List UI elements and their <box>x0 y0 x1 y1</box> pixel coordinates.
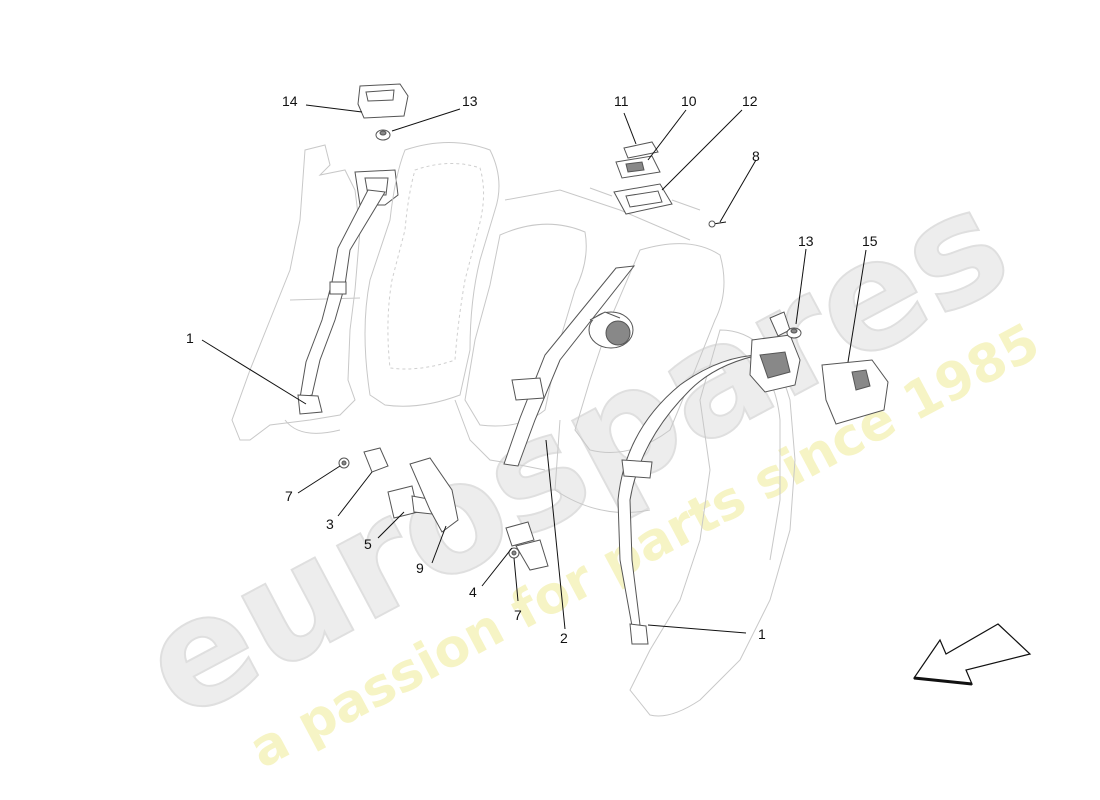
part-12-retractor-cover <box>613 183 673 215</box>
right-seat <box>504 189 725 513</box>
callout-7-right: 7 <box>514 607 522 623</box>
left-pillar-trim <box>231 144 361 441</box>
part-10-bracket <box>615 155 661 179</box>
callout-12: 12 <box>742 93 758 109</box>
middle-belt-guide <box>511 377 545 401</box>
left-belt-clip <box>329 281 347 295</box>
middle-belt-retractor <box>588 311 634 349</box>
callout-11: 11 <box>614 93 629 109</box>
middle-seat-belt <box>503 265 636 467</box>
callout-labels: 14 13 11 10 12 8 13 15 1 7 3 5 9 4 7 2 1 <box>186 93 878 646</box>
part-9-bracket <box>409 457 459 533</box>
callout-14: 14 <box>282 93 298 109</box>
callout-1-left: 1 <box>186 330 194 346</box>
middle-seat <box>454 223 587 471</box>
arrow-down-left-icon <box>912 623 1032 686</box>
callout-10: 10 <box>681 93 697 109</box>
part-4-buckle <box>505 521 549 571</box>
part-5-buckle <box>387 485 435 519</box>
callout-13-left: 13 <box>462 93 478 109</box>
leader-lines <box>201 104 867 634</box>
callout-8: 8 <box>752 148 760 164</box>
callout-1-right: 1 <box>758 626 766 642</box>
callout-3: 3 <box>326 516 334 532</box>
right-belt-anchor <box>629 623 649 645</box>
callout-9: 9 <box>416 560 424 576</box>
callout-13-right: 13 <box>798 233 814 249</box>
part-11-cap <box>623 141 659 159</box>
watermark-brand: eurospares <box>116 155 1035 754</box>
part-13-nut-right <box>786 327 802 339</box>
part-7-washer-left <box>338 457 350 469</box>
left-seat <box>364 142 500 407</box>
part-15-cover <box>821 359 889 425</box>
right-belt-clip <box>621 459 653 479</box>
callout-4: 4 <box>469 584 477 600</box>
callout-5: 5 <box>364 536 372 552</box>
part-13-nut-left <box>375 129 391 141</box>
left-belt-anchor <box>297 394 323 415</box>
callout-15: 15 <box>862 233 878 249</box>
watermark: eurospares a passion for parts since 198… <box>115 154 1050 781</box>
part-3-buckle <box>363 447 389 473</box>
part-14-cover <box>357 83 409 119</box>
part-8-screw <box>708 220 727 228</box>
callout-7-left: 7 <box>285 488 293 504</box>
callout-2: 2 <box>560 630 568 646</box>
